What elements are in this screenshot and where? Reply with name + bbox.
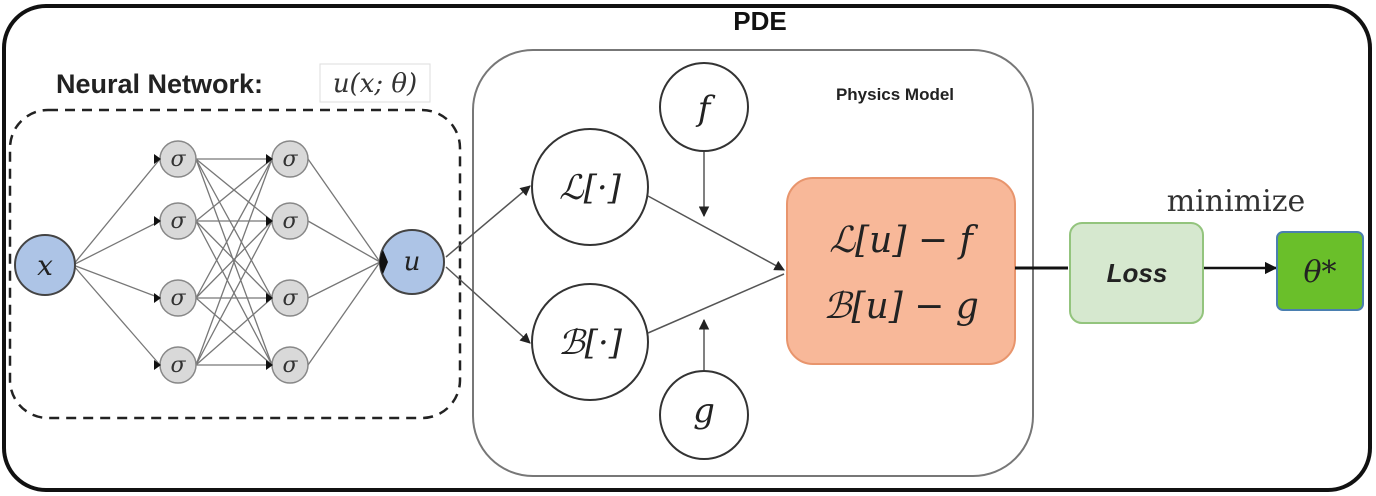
activation-label: σ bbox=[282, 353, 298, 378]
edge-h1-4-to-h2-3 bbox=[195, 297, 273, 366]
input-label: x bbox=[37, 249, 53, 282]
residual-2: ℬ[u] − g bbox=[823, 286, 979, 327]
activation-label: σ bbox=[170, 209, 186, 234]
arrowhead-icon bbox=[154, 154, 161, 164]
edge-h2-1-to-output bbox=[307, 158, 381, 263]
operator-l-node: ℒ[·] bbox=[531, 128, 649, 246]
edge-u-to-l bbox=[445, 185, 531, 258]
residual-1: ℒ[u] − f bbox=[829, 220, 978, 261]
physics-model-box bbox=[472, 49, 1034, 477]
physics-model-title: Physics Model bbox=[836, 85, 954, 104]
edge-b-to-residual bbox=[647, 273, 785, 334]
minimize-label: minimize bbox=[1167, 184, 1306, 219]
loss-box: Loss bbox=[1069, 222, 1204, 324]
residual-box: ℒ[u] − f ℬ[u] − g bbox=[786, 177, 1016, 365]
neural-network-title: Neural Network: bbox=[56, 69, 263, 99]
operator-l-label: ℒ[·] bbox=[559, 168, 622, 208]
activation-label: σ bbox=[282, 147, 298, 172]
arrowhead-icon bbox=[266, 293, 273, 303]
hidden-node-2-1: σ bbox=[266, 140, 309, 178]
edge-input-to-h1-1 bbox=[72, 158, 161, 266]
hidden-node-2-2: σ bbox=[266, 202, 309, 240]
hidden-node-2-3: σ bbox=[266, 279, 309, 317]
edge-l-to-residual bbox=[647, 195, 785, 271]
neural-network-box bbox=[8, 108, 462, 420]
activation-label: σ bbox=[170, 286, 186, 311]
hidden-node-1-1: σ bbox=[154, 140, 197, 178]
operator-b-node: ℬ[·] bbox=[531, 283, 649, 401]
arrowhead-icon bbox=[154, 360, 161, 370]
activation-label: σ bbox=[170, 147, 186, 172]
activation-label: σ bbox=[282, 286, 298, 311]
hidden-node-1-4: σ bbox=[154, 346, 197, 384]
activation-label: σ bbox=[170, 353, 186, 378]
edge-u-to-b bbox=[445, 266, 531, 344]
hidden-layer-2: σ σ σ σ bbox=[266, 140, 309, 384]
edge-h1-3-to-h2-1 bbox=[195, 158, 273, 299]
source-g-label: g bbox=[693, 391, 715, 431]
hidden-node-1-2: σ bbox=[154, 202, 197, 240]
edge-input-to-h1-4 bbox=[72, 264, 161, 366]
edge-h1-4-to-h2-1 bbox=[195, 158, 273, 366]
formula-box bbox=[319, 63, 431, 103]
pde-title: PDE bbox=[733, 6, 786, 36]
edge-h2-3-to-output bbox=[307, 261, 381, 299]
hidden-node-1-3: σ bbox=[154, 279, 197, 317]
network-edges bbox=[72, 158, 381, 366]
pde-frame bbox=[2, 4, 1372, 492]
operator-b-label: ℬ[·] bbox=[558, 323, 623, 363]
source-g-node: g bbox=[659, 370, 749, 460]
edge-h1-2-to-h2-1 bbox=[195, 158, 273, 222]
edge-h2-4-to-output bbox=[307, 261, 381, 366]
edge-h1-4-to-h2-2 bbox=[195, 220, 273, 366]
arrowhead-icon bbox=[266, 154, 273, 164]
output-label: u bbox=[404, 247, 421, 277]
loss-label: Loss bbox=[1107, 258, 1168, 288]
edge-h2-2-to-output bbox=[307, 220, 381, 263]
arrowhead-icon bbox=[266, 360, 273, 370]
arrowhead-icon bbox=[154, 216, 161, 226]
edge-h1-3-to-h2-2 bbox=[195, 220, 273, 299]
source-f-node: f bbox=[659, 62, 749, 152]
activation-label: σ bbox=[282, 209, 298, 234]
output-node: u bbox=[379, 229, 445, 295]
hidden-node-2-4: σ bbox=[266, 346, 309, 384]
theta-box: θ* bbox=[1276, 231, 1364, 311]
network-formula: u(x; θ) bbox=[333, 69, 417, 99]
hidden-layer-1: σ σ σ σ bbox=[154, 140, 197, 384]
edge-input-to-h1-3 bbox=[72, 264, 161, 299]
edge-input-to-h1-2 bbox=[72, 220, 161, 266]
arrowhead-icon bbox=[266, 216, 273, 226]
input-node: x bbox=[14, 234, 76, 296]
theta-label: θ* bbox=[1303, 255, 1336, 290]
arrowhead-icon bbox=[154, 293, 161, 303]
